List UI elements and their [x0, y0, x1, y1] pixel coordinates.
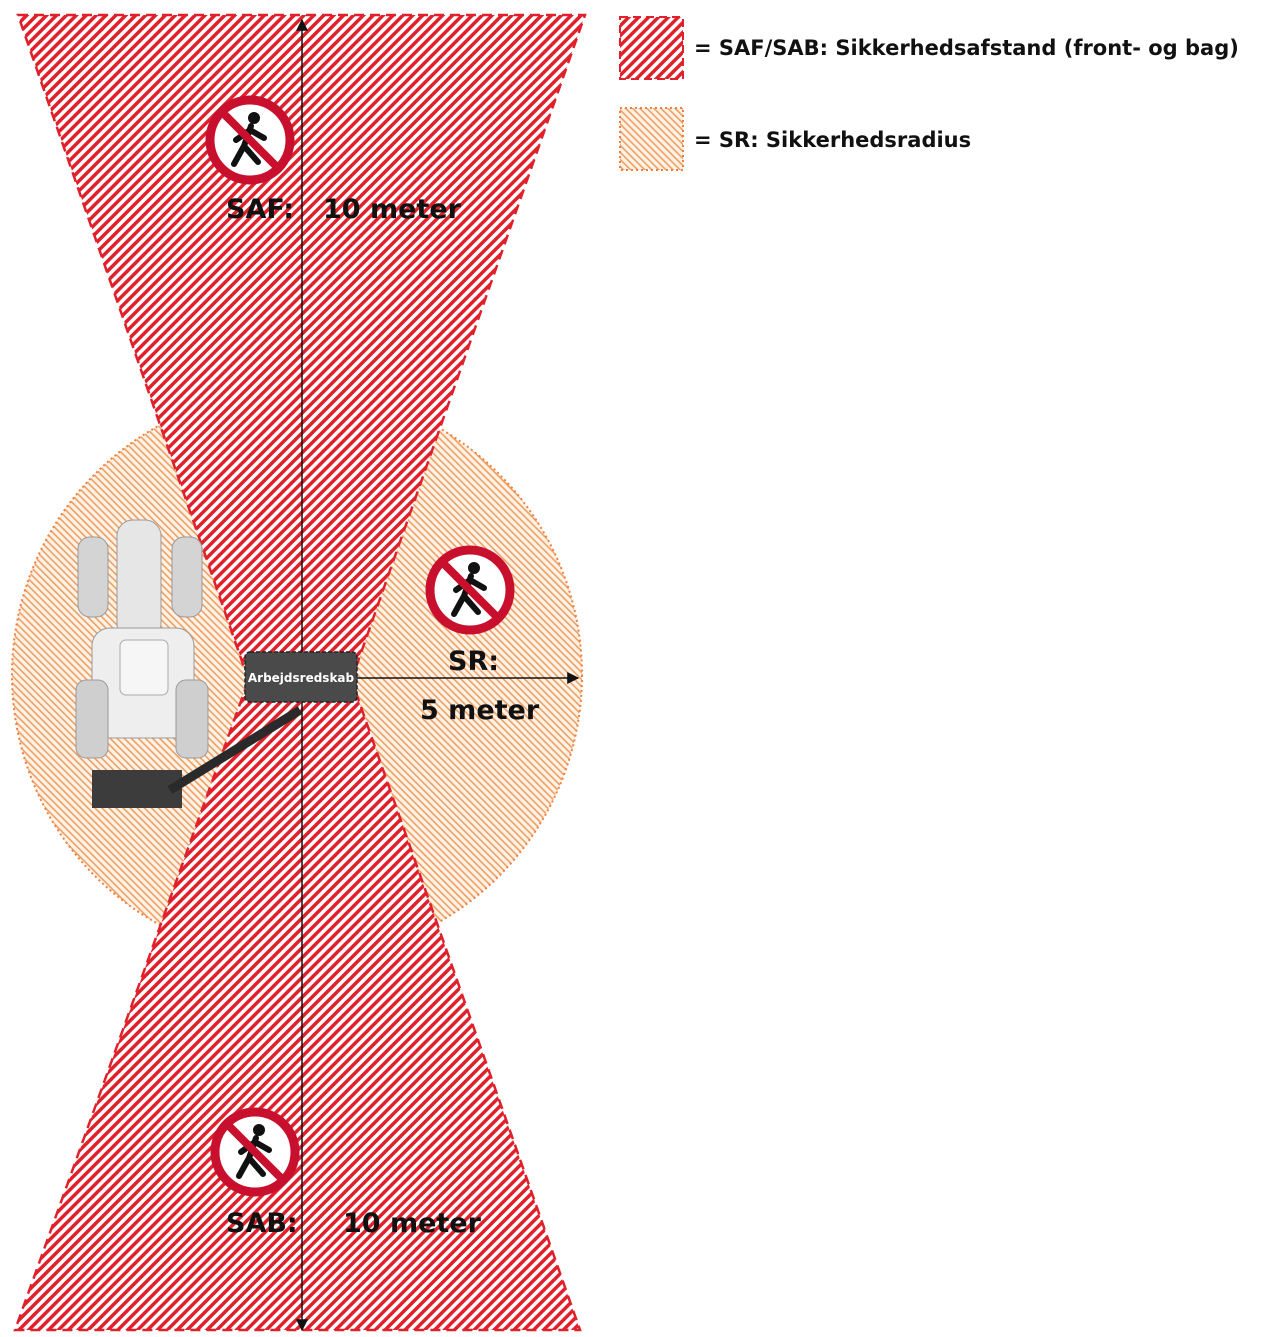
implement-label: Arbejdsredskab [248, 671, 355, 685]
legend-swatch-sr [619, 107, 684, 171]
tractor-icon [75, 519, 303, 808]
sr-label: SR: [448, 646, 499, 677]
implement-box [244, 651, 358, 703]
sr-distance-label: 5 meter [420, 695, 540, 726]
legend-label-sr: = SR: Sikkerhedsradius [694, 128, 971, 152]
saf-distance-label: 10 meter [323, 194, 462, 225]
no-pedestrians-icon [430, 550, 510, 630]
legend-label-saf-sab: = SAF/SAB: Sikkerhedsafstand (front- og … [694, 36, 1239, 60]
saf-label: SAF: [226, 194, 294, 225]
sab-distance-label: 10 meter [343, 1208, 482, 1239]
legend-swatch-saf-sab [619, 16, 684, 80]
no-pedestrians-icon [210, 100, 290, 180]
no-pedestrians-icon [215, 1112, 295, 1192]
sab-label: SAB: [226, 1208, 298, 1239]
